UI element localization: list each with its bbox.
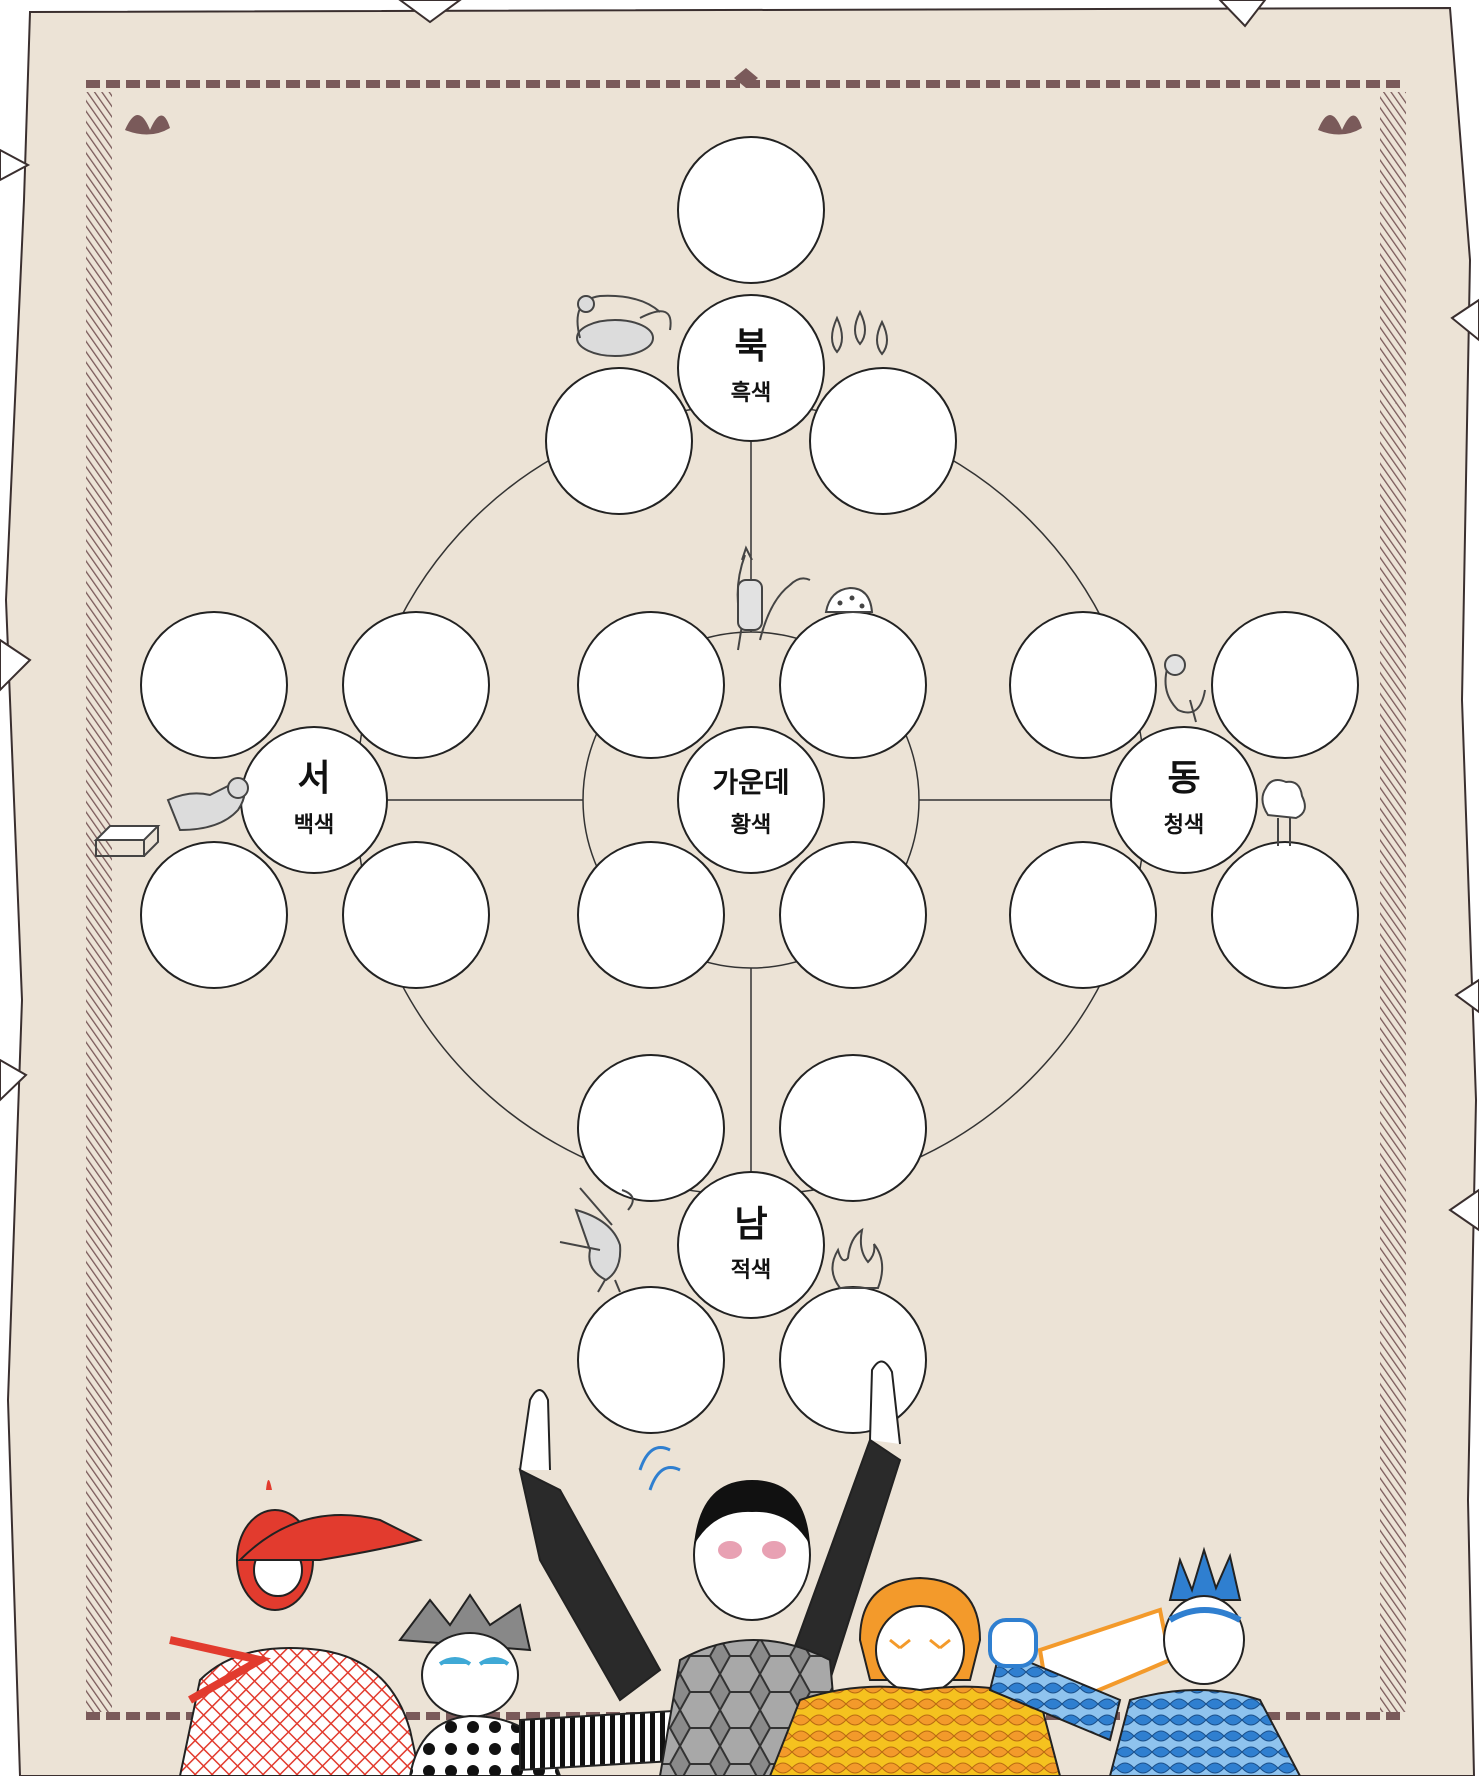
hub-east-direction: 동 [1167, 758, 1200, 799]
hub-south-direction: 남 [734, 1204, 767, 1245]
hub-center-direction: 가운데 [712, 766, 789, 799]
answer-circle-north-left[interactable] [546, 368, 692, 514]
hub-south: 남 적색 [678, 1172, 824, 1318]
hub-west-color: 백색 [294, 813, 334, 838]
answer-circle-east-top-right[interactable] [1212, 612, 1358, 758]
hub-west-direction: 서 [297, 758, 330, 799]
hub-center-color: 황색 [731, 813, 771, 838]
answer-circle-center-bottom-left[interactable] [578, 842, 724, 988]
answer-circle-west-top-left[interactable] [141, 612, 287, 758]
hub-north: 북 흑색 [678, 295, 824, 441]
hub-north-color: 흑색 [731, 381, 771, 406]
hub-north-direction: 북 [734, 326, 767, 367]
answer-circle-east-top-left[interactable] [1010, 612, 1156, 758]
answer-circle-south-top-right[interactable] [780, 1055, 926, 1201]
answer-circle-north-right[interactable] [810, 368, 956, 514]
answer-circle-south-bottom-left[interactable] [578, 1287, 724, 1433]
answer-circle-south-bottom-right[interactable] [780, 1287, 926, 1433]
hub-west: 서 백색 [241, 727, 387, 873]
answer-circle-north-top[interactable] [678, 137, 824, 283]
hub-center: 가운데 황색 [678, 727, 824, 873]
fist-icon [990, 1620, 1036, 1666]
hub-east-color: 청색 [1164, 813, 1204, 838]
hub-south-color: 적색 [731, 1258, 771, 1283]
answer-circle-west-top-right[interactable] [343, 612, 489, 758]
hub-east: 동 청색 [1111, 727, 1257, 873]
answer-circle-center-bottom-right[interactable] [780, 842, 926, 988]
answer-circle-west-bottom-left[interactable] [141, 842, 287, 988]
answer-circle-east-bottom-right[interactable] [1212, 842, 1358, 988]
answer-circle-east-bottom-left[interactable] [1010, 842, 1156, 988]
answer-circle-south-top-left[interactable] [578, 1055, 724, 1201]
answer-circle-center-top-left[interactable] [578, 612, 724, 758]
answer-circle-west-bottom-right[interactable] [343, 842, 489, 988]
answer-circle-center-top-right[interactable] [780, 612, 926, 758]
